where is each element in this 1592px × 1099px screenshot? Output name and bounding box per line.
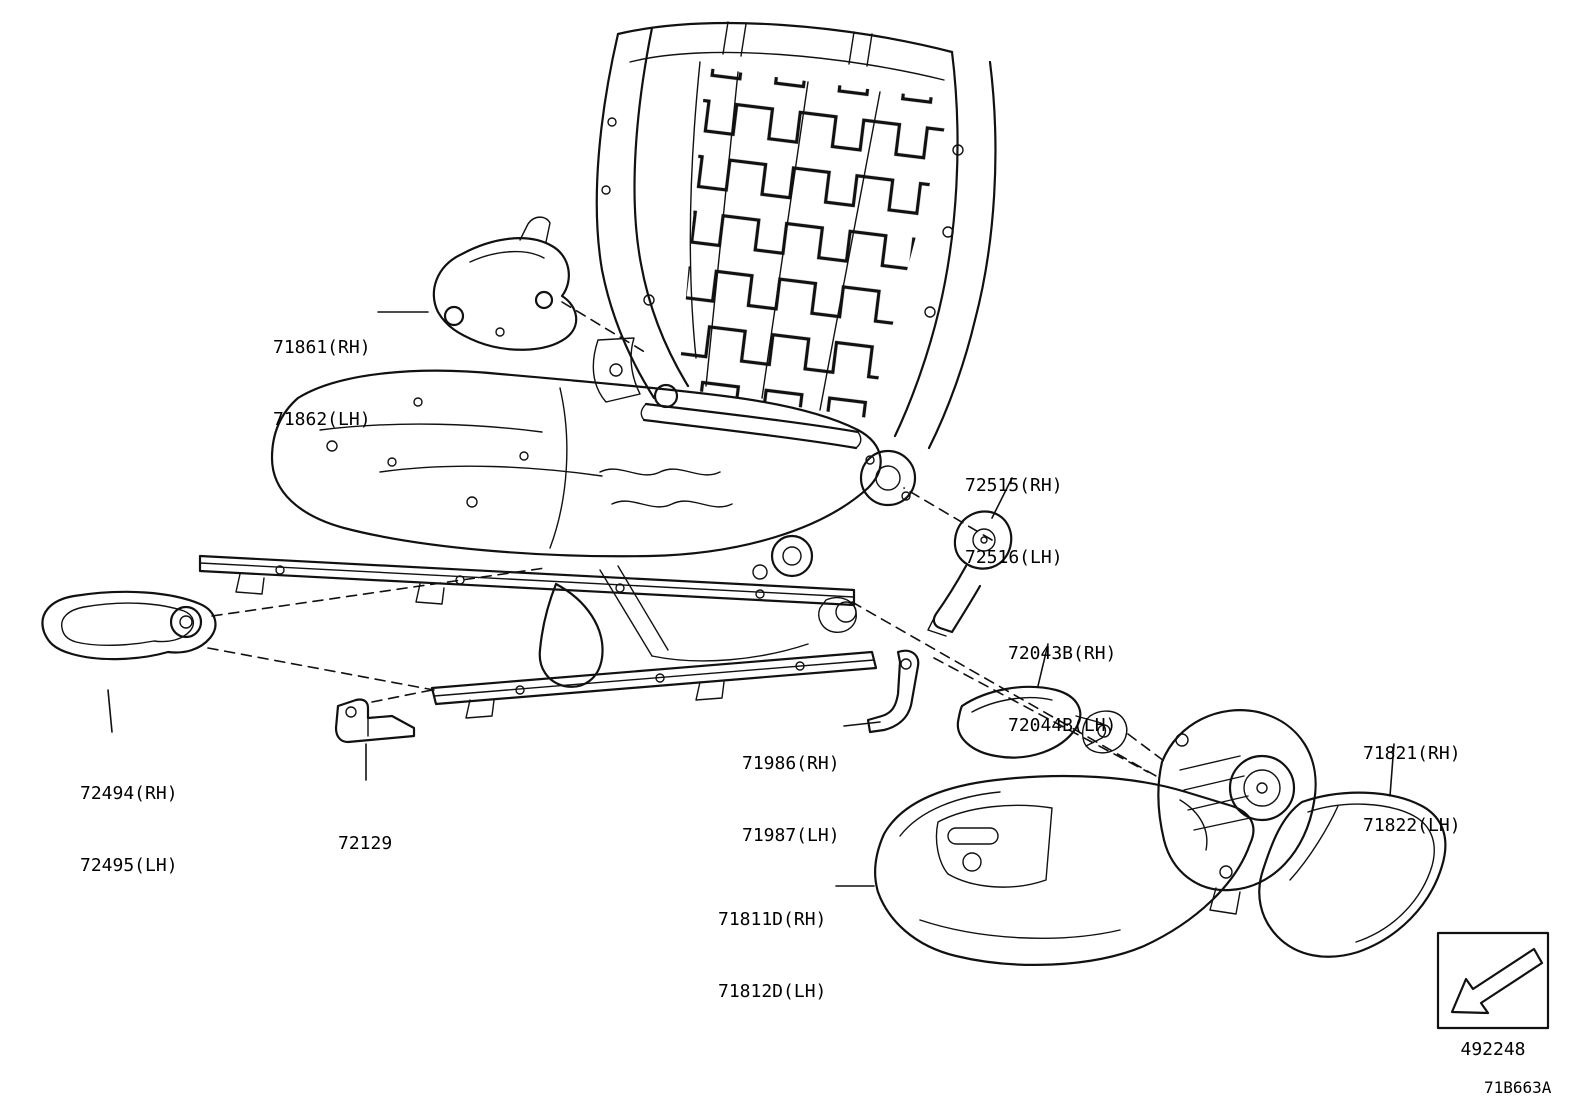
- direction-ref-label: 492248: [1460, 1039, 1526, 1060]
- label-line: 72494(RH): [80, 783, 178, 804]
- shield-71811d: [874, 774, 1255, 966]
- assembly-dashed-lines: [207, 301, 1169, 777]
- label-line: 72043B(RH): [1008, 643, 1117, 664]
- part-label-71986: 71986(RH) 71987(LH): [742, 704, 840, 896]
- label-line: 71861(RH): [273, 337, 371, 358]
- label-line: 71862(LH): [273, 409, 371, 430]
- seat-back-suspension-mat: [678, 68, 952, 418]
- seat-slide-rails: [198, 554, 878, 719]
- bracket-71861: [432, 216, 578, 351]
- part-label-72043b: 72043B(RH) 72044B(LH): [1008, 594, 1116, 786]
- label-line: 72516(LH): [965, 547, 1063, 568]
- label-line: 71987(LH): [742, 825, 840, 846]
- label-line: 71811D(RH): [718, 909, 827, 930]
- direction-arrow-box: [1436, 931, 1550, 1030]
- seat-back-frame: [592, 21, 997, 507]
- direction-arrow-icon: [1450, 947, 1544, 1015]
- part-label-72494: 72494(RH) 72495(LH): [80, 734, 178, 926]
- part-label-72129: 72129: [338, 784, 392, 904]
- sheet-code-label: 71B663A: [1484, 1078, 1552, 1097]
- seat-cushion-frame: [270, 369, 882, 558]
- label-line: 71986(RH): [742, 753, 840, 774]
- part-label-71811d: 71811D(RH) 71812D(LH): [718, 860, 826, 1052]
- label-leader-lines: [107, 311, 1395, 887]
- label-line: 72044B(LH): [1008, 715, 1117, 736]
- handle-72494: [41, 590, 217, 661]
- recliner-link-mechanism: [538, 534, 857, 688]
- clip-72129: [334, 698, 416, 744]
- inner-shield-mechanism: [1157, 709, 1317, 915]
- label-line: 71821(RH): [1363, 743, 1461, 764]
- label-line: 72515(RH): [965, 475, 1063, 496]
- label-line: 71812D(LH): [718, 981, 827, 1002]
- part-label-72515: 72515(RH) 72516(LH): [965, 426, 1063, 618]
- part-label-71861: 71861(RH) 71862(LH): [273, 288, 371, 480]
- label-line: 72129: [338, 833, 393, 854]
- label-line: 72495(LH): [80, 855, 178, 876]
- bracket-71986: [866, 649, 920, 734]
- part-label-71821: 71821(RH) 71822(LH): [1363, 694, 1461, 886]
- cover-71821: [1258, 791, 1447, 958]
- label-line: 71822(LH): [1363, 815, 1461, 836]
